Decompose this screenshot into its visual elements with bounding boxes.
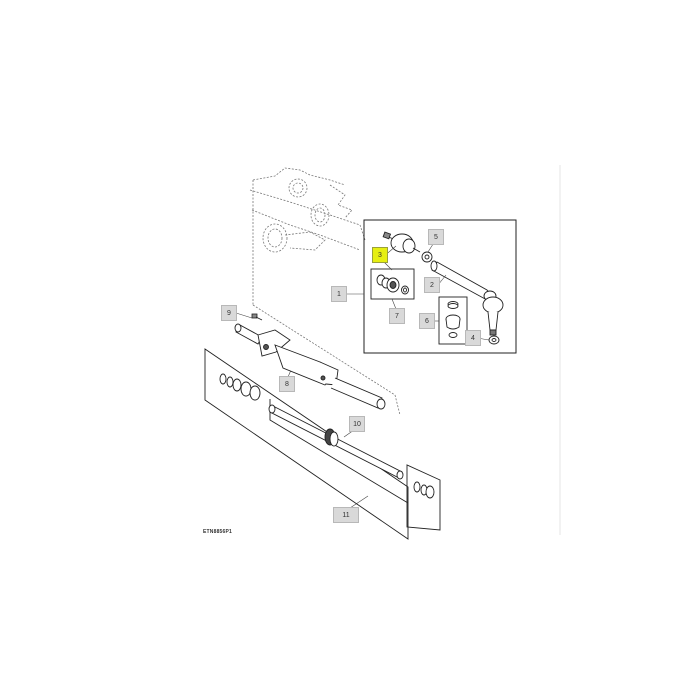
- callout-5[interactable]: 5: [428, 229, 444, 245]
- bolt: [251, 313, 263, 321]
- jam-nut: [421, 251, 433, 263]
- callout-11[interactable]: 11: [333, 507, 359, 523]
- callout-2[interactable]: 2: [424, 277, 440, 293]
- figure-id: ETN8856P1: [203, 529, 233, 535]
- callout-10[interactable]: 10: [349, 416, 365, 432]
- callout-9[interactable]: 9: [221, 305, 237, 321]
- callout-4[interactable]: 4: [465, 330, 481, 346]
- axle-housing-outline: [249, 167, 401, 416]
- callout-3[interactable]: 3: [372, 247, 388, 263]
- inner-ball-joint: [382, 231, 421, 254]
- seal-rings: [219, 373, 261, 401]
- castle-nut: [488, 335, 500, 345]
- steering-cylinder: [234, 323, 386, 410]
- callout-1[interactable]: 1: [331, 286, 347, 302]
- kit-6-box: [438, 296, 468, 345]
- kit-7-box: [370, 268, 415, 300]
- kit-6-parts: [445, 301, 461, 338]
- callout-6[interactable]: 6: [419, 313, 435, 329]
- callout-8[interactable]: 8: [279, 376, 295, 392]
- end-seal-rings: [413, 481, 435, 499]
- tie-rod-detail-box: [363, 219, 517, 354]
- tie-rod-tube: [430, 260, 504, 336]
- kit-7-parts: [376, 274, 409, 295]
- end-seal-box: [406, 464, 441, 531]
- callout-7[interactable]: 7: [389, 308, 405, 324]
- piston-rod: [268, 404, 404, 480]
